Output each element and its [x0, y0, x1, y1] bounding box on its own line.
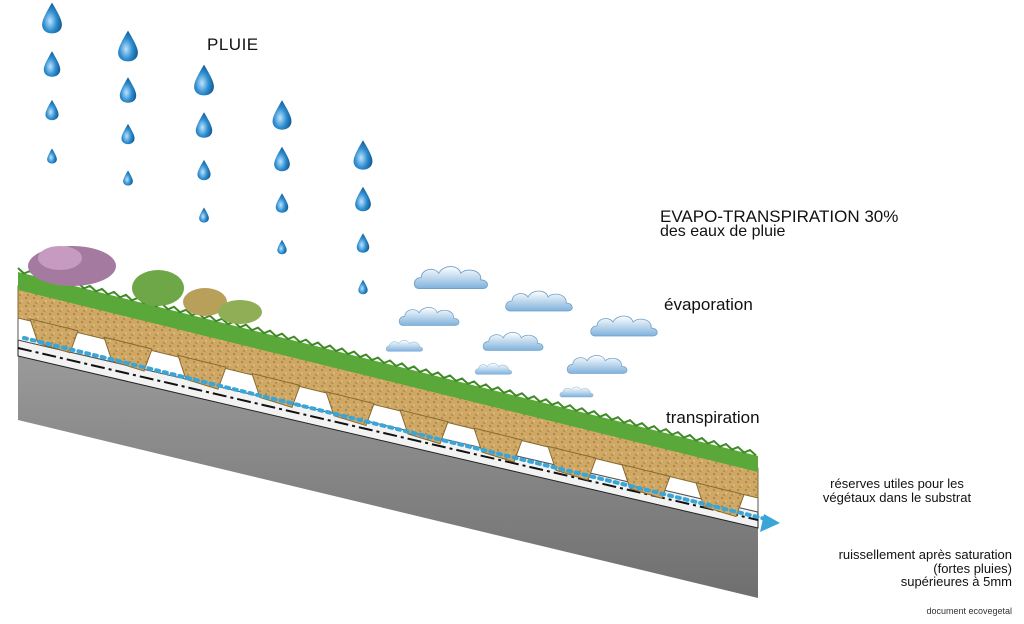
raindrop-icon — [118, 30, 138, 62]
evaporation-label: évaporation — [664, 295, 753, 314]
substrate-cell — [621, 463, 671, 499]
raindrop-icon — [195, 112, 213, 138]
runoff-line-1: ruissellement après saturation — [838, 547, 1012, 562]
reserves-line-2: végétaux dans le substrat — [822, 489, 972, 505]
substrate-cell — [695, 482, 745, 518]
cloud-icon — [566, 355, 628, 374]
substrate-cell — [547, 445, 597, 481]
raindrop-icon — [275, 193, 289, 213]
runoff-label: ruissellement après saturation (fortes p… — [760, 548, 1012, 589]
raindrop-icon — [356, 233, 370, 253]
runoff-arrow-icon — [760, 514, 780, 532]
raindrop-icon — [355, 186, 371, 212]
cloud-icon — [413, 266, 488, 290]
raindrop-icon — [119, 77, 137, 103]
runoff-flow-line — [22, 336, 772, 522]
cloud-icon — [474, 363, 512, 375]
raindrop-icon — [121, 123, 135, 145]
credit-label: document ecovegetal — [926, 606, 1012, 616]
substrate-cell — [473, 427, 523, 463]
reserves-label: réserves utiles pour les végétaux dans l… — [782, 477, 1012, 504]
substrate-cell — [177, 354, 227, 390]
concrete-slab — [18, 355, 758, 598]
substrate-cells — [29, 318, 745, 518]
raindrop-icon — [43, 51, 61, 77]
raindrop-icon — [272, 100, 292, 130]
evapo-transpiration-subtitle: des eaux de pluie — [660, 223, 786, 240]
raindrop-icon — [199, 207, 209, 223]
substrate-cell — [29, 318, 79, 354]
reserves-line-1: réserves utiles pour les — [830, 476, 964, 491]
evapo-transpiration-title: EVAPO-TRANSPIRATION 30% — [660, 207, 899, 226]
raindrop-icon — [45, 99, 59, 121]
cloud-icon — [559, 386, 594, 398]
plants — [28, 246, 262, 324]
cloud-icon — [482, 332, 544, 351]
vegetation-layer — [18, 272, 758, 472]
cloud-icon — [590, 315, 658, 337]
raindrop-icon — [358, 279, 368, 295]
substrate-cell — [251, 372, 301, 408]
rain-label: PLUIE — [207, 35, 259, 54]
raindrop-icon — [197, 159, 211, 181]
raindrop-icon — [353, 140, 373, 170]
substrate-cell — [399, 409, 449, 445]
runoff-line-2: (fortes pluies) — [933, 560, 1012, 576]
transpiration-label: transpiration — [666, 408, 760, 427]
raindrop-icon — [274, 146, 290, 172]
cloud-icon — [505, 290, 573, 312]
membrane-line — [17, 347, 759, 521]
raindrop-icon — [42, 2, 62, 34]
raindrop-icon — [277, 239, 287, 255]
raindrop-icon — [123, 170, 133, 186]
raindrop-icon — [47, 148, 57, 164]
substrate-cell — [103, 336, 153, 372]
raindrop-icon — [194, 64, 214, 96]
runoff-line-3: supérieures à 5mm — [900, 574, 1012, 590]
cloud-icon — [398, 307, 460, 326]
cloud-icon — [385, 340, 423, 352]
substrate-cell — [325, 391, 375, 427]
